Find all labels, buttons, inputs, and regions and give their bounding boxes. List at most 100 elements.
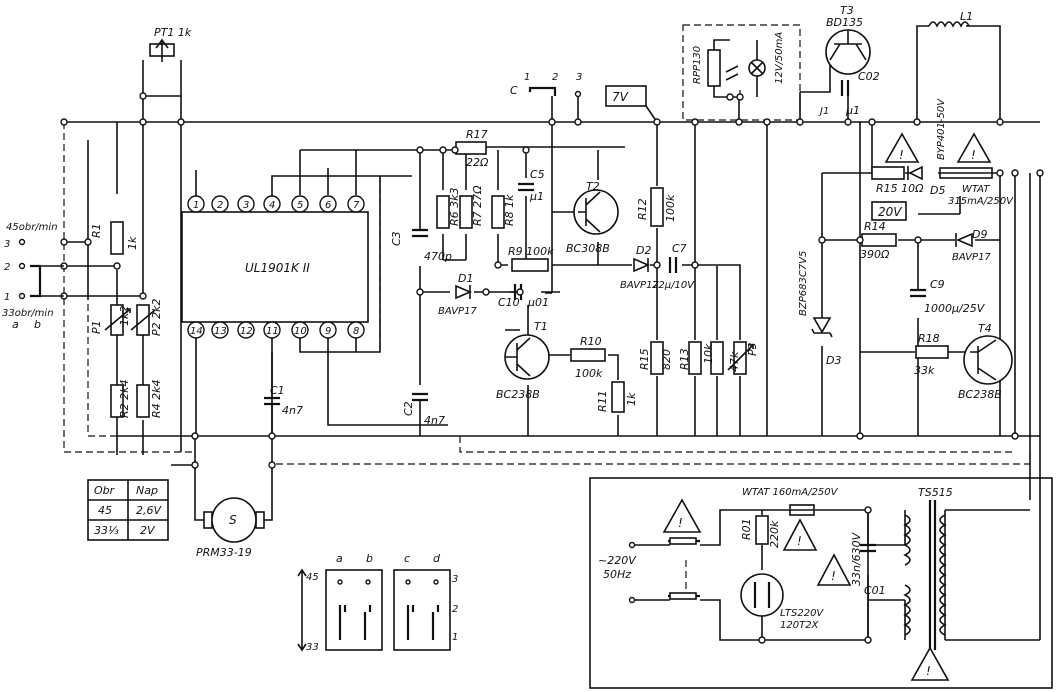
- junction-node: [451, 146, 459, 154]
- label-t1: T1: [534, 320, 548, 333]
- junction-node: [914, 236, 922, 244]
- table-cell: 2V: [140, 524, 156, 537]
- switch-c: [528, 86, 582, 122]
- resistor-r1: [110, 221, 124, 255]
- svg-text:b: b: [366, 552, 373, 565]
- junction-node: [60, 238, 68, 246]
- label-switch-b: b: [34, 318, 41, 331]
- resistor-10k: [710, 341, 724, 375]
- junction-node: [913, 118, 921, 126]
- ic-pin: [319, 321, 337, 339]
- label-speed33: 33obr/min: [2, 308, 54, 319]
- warning-icon: !: [956, 132, 992, 163]
- ic-ul1901k: UL1901K II: [181, 211, 369, 323]
- junction-node: [653, 261, 661, 269]
- label-c01: C01: [864, 584, 886, 597]
- resistor-r18: [915, 345, 949, 359]
- label-j1: J1: [818, 106, 829, 117]
- svg-text:!: !: [678, 516, 683, 530]
- label-r15v: 820: [660, 349, 673, 370]
- svg-text:2: 2: [4, 262, 10, 273]
- label-ts515: TS515: [918, 486, 953, 499]
- svg-text:c: c: [404, 552, 410, 565]
- speed-contact-diagram: 45 33 a b c d 3 2 1: [297, 552, 458, 653]
- diode-d3: [812, 317, 832, 334]
- label-c9v: 1000μ/25V: [924, 302, 986, 315]
- junction-node: [416, 288, 424, 296]
- junction-node: [548, 118, 556, 126]
- junction-node: [1011, 432, 1019, 440]
- transistors: [504, 29, 1013, 385]
- svg-text:2: 2: [552, 72, 558, 83]
- resistor-r12: [650, 187, 664, 227]
- junction-node: [1036, 169, 1044, 177]
- label-t3: T3: [840, 4, 854, 17]
- ic-pin-label: 12: [240, 326, 253, 337]
- motor: S: [203, 497, 265, 543]
- label-r9: R9 100k: [508, 245, 554, 258]
- diode-d5: [908, 165, 923, 181]
- label-p1: P1: [90, 320, 103, 334]
- label-r17: R17: [466, 128, 488, 141]
- label-p2: P2 2k2: [150, 299, 163, 337]
- table-header-obr: Obr: [94, 484, 116, 497]
- junction-node: [439, 146, 447, 154]
- diodes: [455, 165, 973, 338]
- junction-node: [522, 146, 530, 154]
- voltage-7v-box: [605, 85, 647, 107]
- label-c10: C10: [498, 296, 520, 309]
- resistor-r4: [136, 384, 150, 418]
- table-cell: 45: [98, 504, 112, 517]
- junction-node: [60, 118, 68, 126]
- junction-nodes: [60, 92, 1044, 644]
- junction-node: [856, 236, 864, 244]
- diode-d1: [455, 284, 473, 300]
- svg-text:d: d: [433, 552, 441, 565]
- label-c1v: 4n7: [282, 404, 303, 417]
- ic-pin-label: 3: [243, 200, 249, 211]
- label-r13v: 10k: [702, 343, 715, 364]
- diode-d2: [633, 257, 651, 273]
- label-r11v: 1k: [625, 392, 638, 406]
- label-r10v: 100k: [575, 367, 603, 380]
- label-r7: R7 27Ω: [471, 185, 484, 226]
- svg-text:2: 2: [452, 604, 458, 615]
- junction-node: [796, 118, 804, 126]
- ic-pin-label: 4: [269, 200, 275, 211]
- ic-pin-label: 10: [294, 326, 307, 337]
- label-r14v: 390Ω: [860, 248, 890, 261]
- svg-text:a: a: [336, 552, 343, 565]
- rpp130-block: [707, 39, 766, 98]
- transformer-ts515: [903, 500, 947, 650]
- label-c2v: 4n7: [424, 414, 445, 427]
- label-c3: C3: [390, 231, 403, 246]
- resistor-r14: [861, 233, 897, 247]
- svg-text:3: 3: [576, 72, 582, 83]
- label-d9: D9: [972, 228, 987, 241]
- label-p3: P3: [746, 342, 759, 356]
- label-r14: R14: [864, 220, 886, 233]
- warning-icon: !: [910, 646, 950, 681]
- resistor-r01: [755, 515, 769, 545]
- label-r1: R1: [90, 223, 103, 238]
- label-d2t: BAVP17: [620, 280, 659, 291]
- resistor-r11: [611, 381, 625, 413]
- label-mains2: 50Hz: [603, 568, 631, 581]
- resistor-r15: [650, 341, 664, 375]
- svg-text:1: 1: [524, 72, 530, 83]
- junction-node: [1011, 169, 1019, 177]
- pot-wipers: [104, 38, 754, 371]
- label-neon2: 120T2X: [780, 620, 820, 631]
- ic-pin-label: 11: [266, 326, 279, 337]
- label-r8: R8 1k: [503, 194, 516, 226]
- junction-node: [191, 432, 199, 440]
- label-r12: R12: [636, 198, 649, 220]
- ic-pin: [187, 195, 205, 213]
- label-t2t: BC308B: [566, 242, 610, 255]
- junction-node: [868, 118, 876, 126]
- label-r18v: 33k: [914, 364, 935, 377]
- resistor-r1510: [871, 166, 905, 180]
- warning-icon: !: [782, 518, 818, 551]
- label-d9t: BAVP17: [952, 252, 991, 263]
- warning-icons: ! ! ! ! ! !: [662, 132, 992, 681]
